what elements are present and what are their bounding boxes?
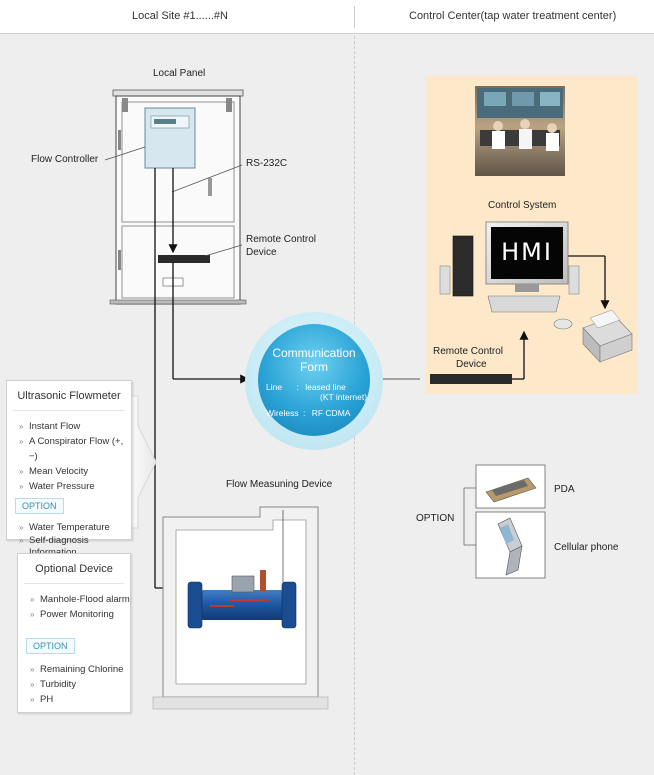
wireless-value: RF CDMA bbox=[311, 408, 351, 418]
list-item: Mean Velocity bbox=[19, 464, 131, 479]
communication-title-line2: Form bbox=[300, 360, 328, 374]
local-panel-cabinet bbox=[109, 89, 247, 305]
list-item: Self-diagnosis Information bbox=[19, 535, 131, 559]
control-system-computer bbox=[439, 221, 633, 363]
line-label: Line bbox=[266, 382, 283, 392]
remote-control-center-label-line2: Device bbox=[456, 359, 487, 370]
list-item-plain: PH bbox=[30, 692, 130, 707]
remote-control-label-line1: Remote Control bbox=[246, 234, 317, 245]
control-system-label: Control System bbox=[488, 200, 557, 211]
header-divider bbox=[354, 6, 355, 28]
remote-control-center-label-line1: Remote Control bbox=[433, 346, 504, 357]
remote-control-label-line2: Device bbox=[246, 247, 277, 258]
line-value-sub: (KT internet) bbox=[320, 392, 368, 402]
flow-meter-pipe bbox=[187, 510, 297, 629]
list-item: Water Pressure bbox=[19, 479, 131, 494]
wireless-label: Wireless bbox=[266, 408, 299, 418]
list-item: A Conspirator Flow (+,−) bbox=[19, 434, 131, 464]
line-value: leased line bbox=[305, 382, 346, 392]
header-bar: Local Site #1......#N Control Center(tap… bbox=[0, 0, 654, 34]
list-item: Water Temperature bbox=[19, 520, 131, 535]
option-devices bbox=[463, 464, 546, 579]
local-site-title: Local Site #1......#N bbox=[132, 10, 228, 22]
pda-label: PDA bbox=[554, 484, 575, 495]
option-badge: OPTION bbox=[15, 498, 64, 514]
list-item: Manhole-Flood alarm bbox=[30, 592, 130, 607]
rs232-label: RS-232C bbox=[246, 158, 288, 169]
flow-controller-label: Flow Controller bbox=[31, 154, 99, 165]
control-center-title: Control Center(tap water treatment cente… bbox=[409, 10, 617, 22]
hmi-screen-text: HMI bbox=[501, 238, 553, 266]
optional-device-box: Optional Device Manhole-Flood alarm Powe… bbox=[17, 553, 131, 713]
list-item: Power Monitoring bbox=[30, 607, 130, 622]
local-panel-label: Local Panel bbox=[153, 68, 206, 79]
flow-measuring-label: Flow Measuning Device bbox=[226, 479, 333, 490]
option-badge: OPTION bbox=[26, 638, 75, 654]
ultrasonic-flowmeter-box: Ultrasonic Flowmeter Instant Flow A Cons… bbox=[6, 380, 132, 558]
list-item: Turbidity bbox=[30, 677, 130, 692]
communication-form: Communication Form Line : leased line (K… bbox=[258, 324, 370, 436]
communication-title-line1: Communication bbox=[272, 346, 356, 360]
option-devices-label: OPTION bbox=[416, 513, 455, 524]
optional-device-title: Optional Device bbox=[24, 554, 124, 584]
list-item: Remaining Chlorine bbox=[30, 662, 130, 677]
control-room-photo bbox=[475, 86, 565, 176]
list-item: Instant Flow bbox=[19, 419, 131, 434]
remote-control-device-center bbox=[430, 374, 512, 384]
cellular-phone-label: Cellular phone bbox=[554, 542, 619, 553]
ultrasonic-title: Ultrasonic Flowmeter bbox=[13, 381, 125, 411]
